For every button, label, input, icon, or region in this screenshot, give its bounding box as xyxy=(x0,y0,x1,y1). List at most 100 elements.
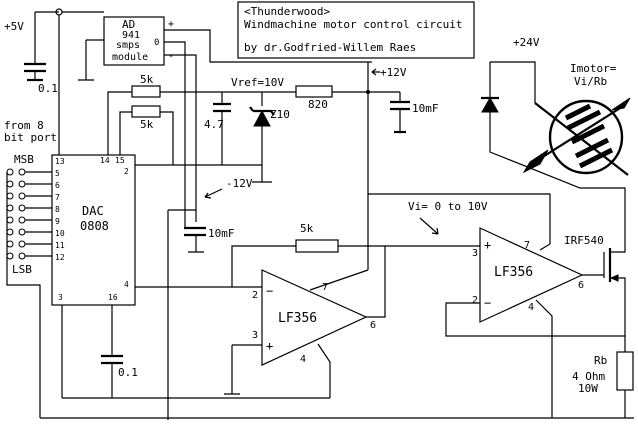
ground-return xyxy=(40,390,634,419)
resistor-5k-feedback xyxy=(295,239,339,253)
dac-label-2: 0808 xyxy=(80,219,109,233)
smps-line-4: module xyxy=(112,52,148,63)
c-5v-value: 0.1 xyxy=(38,82,58,95)
svg-text:12: 12 xyxy=(55,253,65,262)
dac-pin-4: 4 xyxy=(124,280,129,289)
plus5-label: +5V xyxy=(4,20,24,33)
smps-plus-pin: + xyxy=(168,19,174,30)
dac-label-1: DAC xyxy=(82,204,104,218)
vi-label: Vi= 0 to 10V xyxy=(408,200,488,213)
rb-value: 4 Ohm xyxy=(572,370,605,383)
port-ground-wire xyxy=(6,172,41,418)
msb-label: MSB xyxy=(14,153,34,166)
svg-text:7: 7 xyxy=(55,193,60,202)
c-01-bottom-value: 0.1 xyxy=(118,366,138,379)
c-47-value: 4.7 xyxy=(204,118,224,131)
mosfet-gate xyxy=(582,252,605,278)
title-line-2: Windmachine motor control circuit xyxy=(244,18,463,31)
zener-diode xyxy=(253,109,271,127)
opamp-1-v-plus xyxy=(309,194,369,291)
lsb-label: LSB xyxy=(12,263,32,276)
opamp-1-pin-7: 7 xyxy=(322,282,328,293)
dac-pin-15: 15 xyxy=(115,156,125,165)
motor-variable-arrow xyxy=(529,104,626,166)
mosfet-arrow xyxy=(609,274,619,282)
port-label-1: from 8 xyxy=(4,119,44,132)
motor-supply-wires xyxy=(489,61,626,196)
dac-bottom-leads xyxy=(61,305,113,398)
opamp-1-pin-6: 6 xyxy=(370,320,376,331)
zener-leads xyxy=(252,92,272,183)
resistor-5k-a xyxy=(131,85,161,98)
opamp-2-name: LF356 xyxy=(494,265,533,280)
smps-module xyxy=(103,16,165,66)
svg-text:13: 13 xyxy=(55,157,65,166)
resistor-820 xyxy=(295,85,333,98)
c-47-plates xyxy=(213,102,231,113)
motor-lead xyxy=(534,102,629,176)
opamp-2-pin-6: 6 xyxy=(578,280,584,291)
title-line-3: by dr.Godfried-Willem Raes xyxy=(244,41,416,54)
r-5k-b-label: 5k xyxy=(140,118,154,131)
title-line-1: <Thunderwood> xyxy=(244,5,330,18)
port-label-2: bit port xyxy=(4,131,57,144)
mosfet-drain-source xyxy=(610,196,626,352)
svg-text:10: 10 xyxy=(55,229,65,238)
smps-line-2: 941 xyxy=(122,30,140,41)
svg-text:5: 5 xyxy=(55,169,60,178)
rb-power: 10W xyxy=(578,382,598,395)
opamp-2-pin-2: 2 xyxy=(472,295,478,306)
opamp-1-minus: − xyxy=(266,284,273,298)
svg-text:11: 11 xyxy=(55,241,65,250)
rb-label: Rb xyxy=(594,354,607,367)
r-5k-a-label: 5k xyxy=(140,73,154,86)
smps-line-3: smps xyxy=(116,40,140,51)
opamp-2-feedback xyxy=(445,302,625,337)
svg-text:9: 9 xyxy=(55,217,60,226)
svg-text:6: 6 xyxy=(55,181,60,190)
opamp-1-v-minus xyxy=(317,343,331,398)
opamp-2-pin-7: 7 xyxy=(524,240,530,251)
vref-label: Vref=10V xyxy=(231,76,284,89)
opamp-1-plus: + xyxy=(266,339,273,353)
opamp-1-feedback xyxy=(135,245,386,318)
opamp-2-minus: − xyxy=(484,296,491,310)
c-10mf-mid-value: 10mF xyxy=(208,227,235,240)
opamp-1-name: LF356 xyxy=(278,311,317,326)
plus12-arrow xyxy=(371,68,380,76)
resistor-5k-b xyxy=(131,105,161,118)
dac-pin-2: 2 xyxy=(124,167,129,176)
smps-minus-pin: - xyxy=(168,51,174,62)
smps-line-1: AD xyxy=(122,18,135,31)
minus12-label: -12V xyxy=(226,177,253,190)
c-10mf-top-plates xyxy=(390,100,410,111)
resistor-rb xyxy=(616,351,634,391)
flyback-diode xyxy=(481,96,499,113)
opamp-2-v-minus xyxy=(535,299,553,418)
opamp-1 xyxy=(261,269,368,366)
plus5-rail xyxy=(34,11,104,155)
dac-left-pins: 13 5 6 7 8 9 10 11 12 xyxy=(55,157,65,262)
opamp-1-pin-2: 2 xyxy=(252,290,258,301)
zener-cathode-bar xyxy=(249,106,275,116)
dac-0808 xyxy=(51,154,136,306)
dac-pin-16: 16 xyxy=(108,293,118,302)
motor-label-2: Vi/Rb xyxy=(574,75,607,88)
r-820-label: 820 xyxy=(308,98,328,111)
c-10mf-mid-lead xyxy=(188,235,204,253)
zener-label: Z10 xyxy=(270,108,290,121)
c-10mf-top-value: 10mF xyxy=(412,102,439,115)
opamp-1-pin-4: 4 xyxy=(300,354,306,365)
plus12-rail xyxy=(367,62,551,244)
smps-ground-lead xyxy=(78,39,104,81)
port-wires xyxy=(25,171,52,257)
opamp-2-plus: + xyxy=(484,238,491,252)
plus12-label: +12V xyxy=(380,66,407,79)
c-10mf-mid-plates xyxy=(184,226,206,237)
opamp-2 xyxy=(479,227,584,323)
port-terminals xyxy=(6,168,26,260)
mosfet-label: IRF540 xyxy=(564,234,604,247)
minus12-rail xyxy=(167,209,196,420)
opamp-2-pin-3: 3 xyxy=(472,248,478,259)
